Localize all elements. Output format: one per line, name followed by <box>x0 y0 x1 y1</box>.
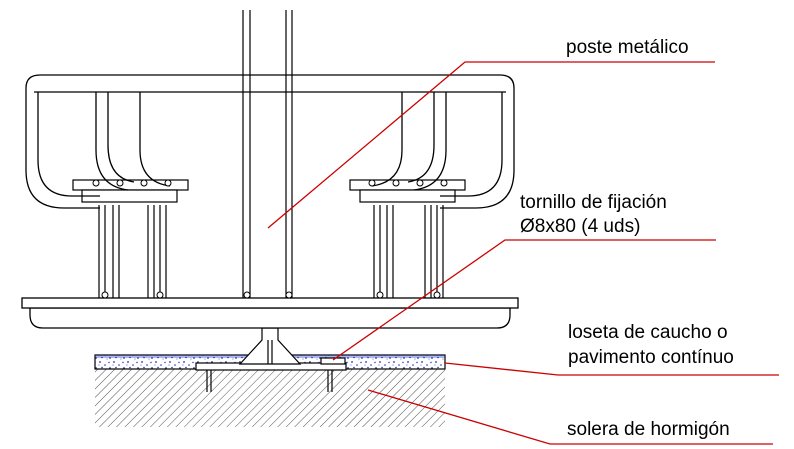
leader-tile <box>444 362 779 376</box>
leader-lines <box>267 61 779 445</box>
leader-base <box>367 389 773 445</box>
label-bolt-line1: tornillo de fijación <box>520 192 667 213</box>
central-post <box>242 10 293 298</box>
label-post: poste metálico <box>566 37 689 58</box>
seat-right <box>349 179 466 203</box>
seat-left <box>72 179 189 203</box>
label-base: solera de hormigón <box>567 419 730 440</box>
label-bolt-line2: Ø8x80 (4 uds) <box>520 216 641 237</box>
leader-post <box>267 61 715 229</box>
concrete-slab <box>95 369 445 427</box>
leader-bolt <box>332 239 716 361</box>
platform <box>21 297 519 329</box>
pedestal <box>238 327 302 365</box>
seat-supports <box>98 205 444 298</box>
handle-frame <box>25 74 515 209</box>
bolt-heads <box>92 179 448 299</box>
label-tile-line1: loseta de caucho o <box>568 322 728 343</box>
label-tile-line2: pavimento contínuo <box>568 347 734 368</box>
